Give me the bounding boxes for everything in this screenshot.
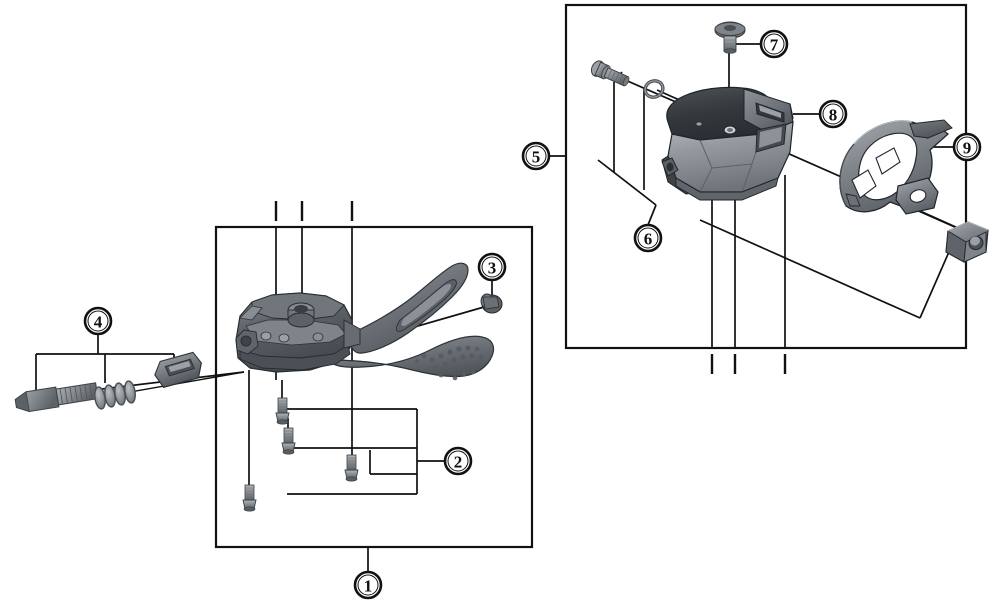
right-panel-border (564, 3, 968, 350)
washer (643, 79, 665, 99)
part-group-4 (14, 351, 245, 413)
leader-nut-bracket-1 (919, 244, 953, 319)
lower-lever-blade (329, 335, 495, 381)
callout-5[interactable]: 5 (521, 141, 551, 171)
callout-2[interactable]: 2 (443, 446, 473, 476)
leader-nut-bracket-2 (699, 219, 921, 319)
grommet-plug (480, 293, 503, 314)
leader-lines-left (35, 227, 493, 572)
cable-fixing-plate (154, 351, 202, 388)
callout-3[interactable]: 3 (477, 252, 507, 282)
callout-4[interactable]: 4 (83, 306, 113, 336)
callout-8[interactable]: 8 (818, 99, 848, 129)
callout-6[interactable]: 6 (633, 223, 663, 253)
panel-tick-marks (274, 201, 787, 374)
upper-lever-blade (350, 262, 469, 354)
clamp-band (839, 119, 953, 215)
callout-7[interactable]: 7 (759, 29, 789, 59)
shift-lever-body (235, 262, 495, 381)
clamp-nut (945, 221, 989, 263)
lever-main-housing (235, 292, 361, 373)
lever-dimple-texture (415, 345, 484, 381)
fixing-screw (344, 454, 359, 482)
fixing-screw (281, 427, 296, 455)
adjust-barrel-bolt (14, 382, 99, 413)
fixing-screws-group (242, 397, 359, 512)
fixing-screw (242, 484, 257, 512)
leader-callout-6-bar (597, 159, 657, 206)
cover (661, 86, 794, 201)
panel-borders (214, 3, 968, 549)
clamp-bolt (590, 60, 630, 87)
cover-fixing-bolt (714, 21, 746, 54)
leader-callout-6-stem (647, 204, 657, 226)
coil-spring (94, 380, 136, 410)
callout-9[interactable]: 9 (952, 132, 982, 162)
left-panel-border (214, 225, 534, 549)
callout-bubbles: 1 2 3 4 5 (83, 29, 982, 600)
fixing-screw (275, 397, 290, 425)
callout-1[interactable]: 1 (353, 570, 383, 600)
